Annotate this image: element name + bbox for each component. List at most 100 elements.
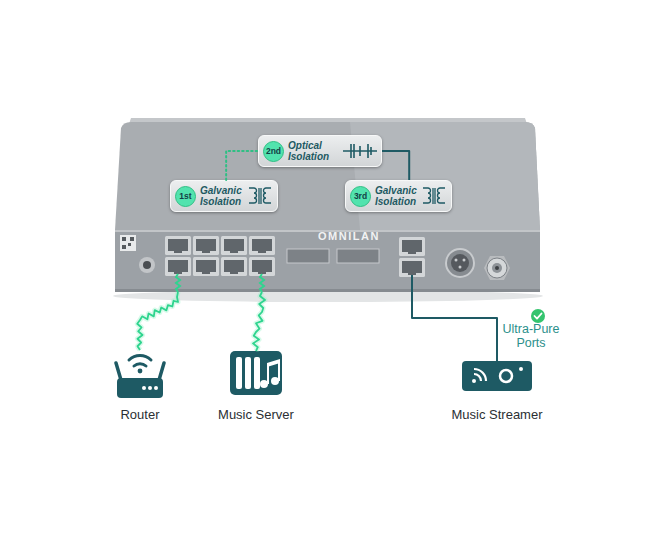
device-label-holder: Router — [80, 407, 200, 422]
endpoint-device: Music Server — [206, 351, 306, 423]
connector-group — [253, 292, 265, 351]
server-icon — [230, 351, 282, 395]
led — [148, 386, 152, 390]
transformer-coil — [264, 188, 272, 203]
device-label: Router — [80, 407, 200, 422]
optical-bars — [351, 144, 371, 158]
connector-group — [226, 151, 258, 180]
port-note: Ultra-Pure Ports — [499, 322, 563, 350]
drive-bay — [236, 357, 242, 389]
connector-group — [382, 151, 409, 180]
transformer-core — [432, 188, 433, 204]
isolation-callout: 2nd Optical Isolation — [258, 135, 382, 167]
ethernet-port — [165, 236, 191, 255]
led — [154, 386, 158, 390]
power-jack — [143, 261, 151, 269]
din-connector — [446, 249, 474, 277]
drive-bay — [254, 357, 260, 389]
din-pin — [463, 259, 466, 262]
stream-dot — [472, 379, 476, 383]
device-front-face — [115, 230, 540, 292]
clean-cable — [382, 151, 409, 180]
isolation-label: Optical Isolation — [288, 140, 341, 162]
stage-number: 2nd — [266, 146, 281, 156]
isolation-label: Galvanic Isolation — [200, 185, 245, 207]
qr-code — [122, 237, 126, 241]
transformer-core — [258, 188, 259, 204]
device-label-holder: Music Server — [186, 407, 326, 422]
ethernet-port — [249, 236, 275, 255]
clean-wire — [411, 275, 413, 292]
callout-text: Optical Isolation — [288, 140, 341, 162]
wifi-dot — [138, 369, 143, 374]
connector-group — [137, 292, 178, 350]
logo-holder: OMNILAN — [318, 230, 380, 242]
stage-badge: 1st — [175, 186, 196, 207]
brand-logo: OMNILAN — [318, 230, 380, 242]
isolation-callout: 3rd Galvanic Isolation — [345, 180, 452, 212]
device-label: Music Streamer — [417, 407, 577, 422]
bnc-connector — [492, 263, 502, 273]
isolation-callout: 1stGalvanic Isolation — [170, 180, 278, 212]
noise-glow — [253, 292, 265, 351]
noisy-cable — [137, 292, 178, 350]
ethernet-port — [221, 236, 247, 255]
stage-badge: 3rd — [350, 186, 371, 207]
server-body — [230, 351, 282, 395]
ethernet-port — [193, 257, 219, 276]
isolation-label: Galvanic Isolation — [375, 185, 419, 207]
ethernet-port — [221, 257, 247, 276]
power-jack — [139, 257, 155, 273]
din-pin — [455, 259, 458, 262]
wifi-arc — [129, 356, 151, 360]
isolation-link — [226, 151, 258, 180]
ethernet-port — [399, 258, 425, 277]
qr-code — [130, 237, 134, 241]
ethernet-port — [399, 237, 425, 256]
bnc-connector — [484, 256, 510, 280]
stream-arc — [474, 369, 486, 381]
clean-cable — [412, 292, 497, 361]
music-note — [267, 359, 280, 367]
stream-arc — [474, 374, 481, 381]
antenna — [116, 363, 121, 380]
led — [142, 386, 146, 390]
ethernet-port — [165, 257, 191, 276]
streamer-icon — [462, 361, 532, 391]
connectors — [137, 151, 497, 361]
bnc-connector — [495, 266, 499, 270]
network-switch: OMNILAN2ndOptical Isolation1stGalvanic I… — [115, 122, 540, 292]
device-label: Music Server — [186, 407, 326, 422]
music-note — [260, 380, 268, 388]
music-note — [271, 377, 279, 385]
transformer-coil — [423, 188, 431, 203]
qr-code — [122, 245, 126, 249]
stage-badge: 2nd — [263, 141, 284, 162]
noise-glow — [137, 292, 178, 350]
transformer-coil — [249, 188, 257, 203]
coil-icon — [421, 186, 447, 206]
router-body — [117, 378, 163, 398]
qr-code — [128, 243, 131, 246]
callout-text: Galvanic Isolation — [375, 185, 419, 207]
stage-number: 3rd — [354, 191, 367, 201]
device-label-holder: Music Streamer — [417, 407, 577, 422]
endpoint-device: Music Streamer — [437, 361, 557, 423]
transformer-coil — [438, 188, 446, 203]
led — [519, 367, 523, 371]
ethernet-port — [193, 236, 219, 255]
router-icon — [114, 350, 166, 400]
check-mark — [535, 314, 542, 319]
endpoint-device: Router — [100, 350, 180, 422]
transformer-core — [260, 188, 261, 204]
qr-code — [120, 235, 136, 251]
noise-wire — [260, 274, 264, 292]
noisy-cable — [253, 292, 265, 351]
ethernet-port — [249, 257, 275, 276]
optical-icon — [343, 141, 377, 161]
callout-text: Galvanic Isolation — [200, 185, 245, 207]
knob — [500, 370, 512, 382]
